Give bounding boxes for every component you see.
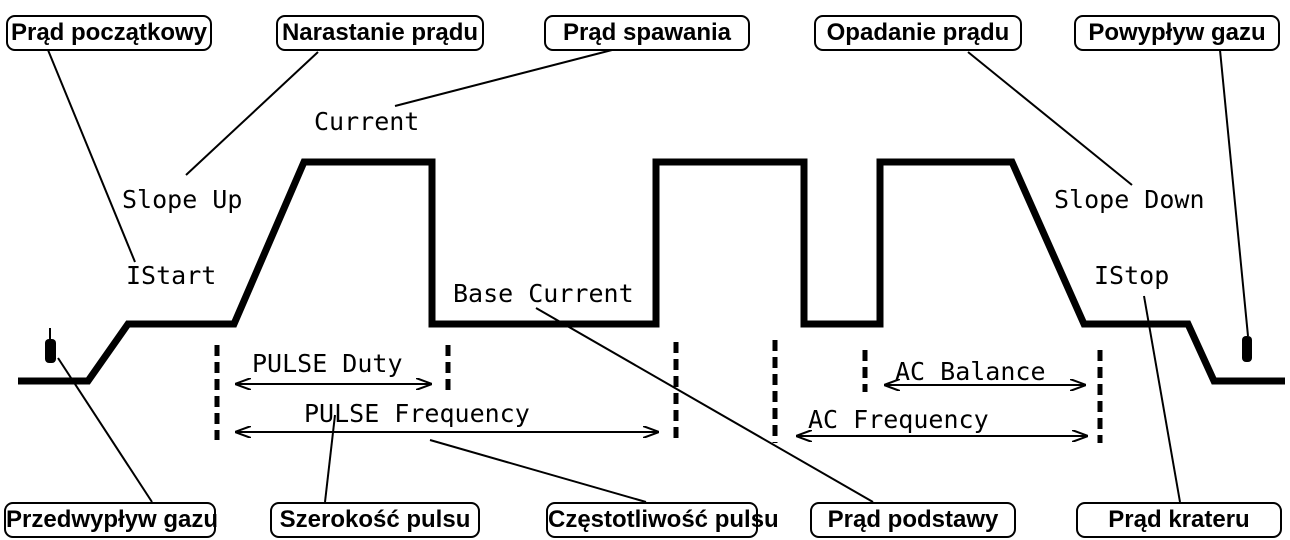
dashed-separators [214,340,1103,443]
box-prad-podstawy: Prąd podstawy [810,502,1016,538]
current-waveform [18,158,1285,385]
leader-prad-podstawy [535,307,874,503]
leader-prad-poczatkowy [47,49,136,263]
box-szerokosc-pulsu: Szerokość pulsu [270,502,480,538]
leader-przedwyplyw-gazu [57,357,153,503]
label-base-current: Base Current [453,279,634,308]
leader-czestotliwosc-pulsu [429,439,647,503]
box-prad-poczatkowy: Prąd początkowy [6,15,212,51]
leader-opadanie-pradu [967,51,1133,186]
label-ac-frequency: AC Frequency [808,405,989,434]
box-prad-spawania: Prąd spawania [544,15,750,51]
pre-gas-marker [45,339,56,363]
leader-prad-spawania [394,49,613,107]
box-prad-krateru: Prąd krateru [1076,502,1282,538]
label-istop: IStop [1094,261,1170,290]
box-opadanie-pradu: Opadanie prądu [814,15,1022,51]
box-czestotliwosc-pulsu: Częstotliwość pulsu [546,502,779,538]
leader-prad-krateru [1143,295,1181,503]
leader-narastanie-pradu [185,51,319,176]
label-ac-balance: AC Balance [895,357,1046,386]
label-pulse-frequency: PULSE Frequency [304,399,530,428]
post-gas-marker [1242,336,1252,362]
label-pulse-duty: PULSE Duty [252,349,403,378]
label-istart: IStart [126,261,217,290]
leader-powyplyw-gazu [1219,49,1249,337]
box-narastanie-pradu: Narastanie prądu [276,15,484,51]
label-current: Current [314,107,420,136]
box-przedwyplyw-gazu: Przedwypływ gazu [4,502,218,538]
measurement-arrows [236,384,1087,436]
box-powyplyw-gazu: Powypływ gazu [1074,15,1280,51]
leader-lines [47,49,1249,503]
leader-szerokosc-pulsu [324,414,336,503]
label-slope-down: Slope Down [1054,185,1205,214]
label-slope-up: Slope Up [122,185,243,214]
